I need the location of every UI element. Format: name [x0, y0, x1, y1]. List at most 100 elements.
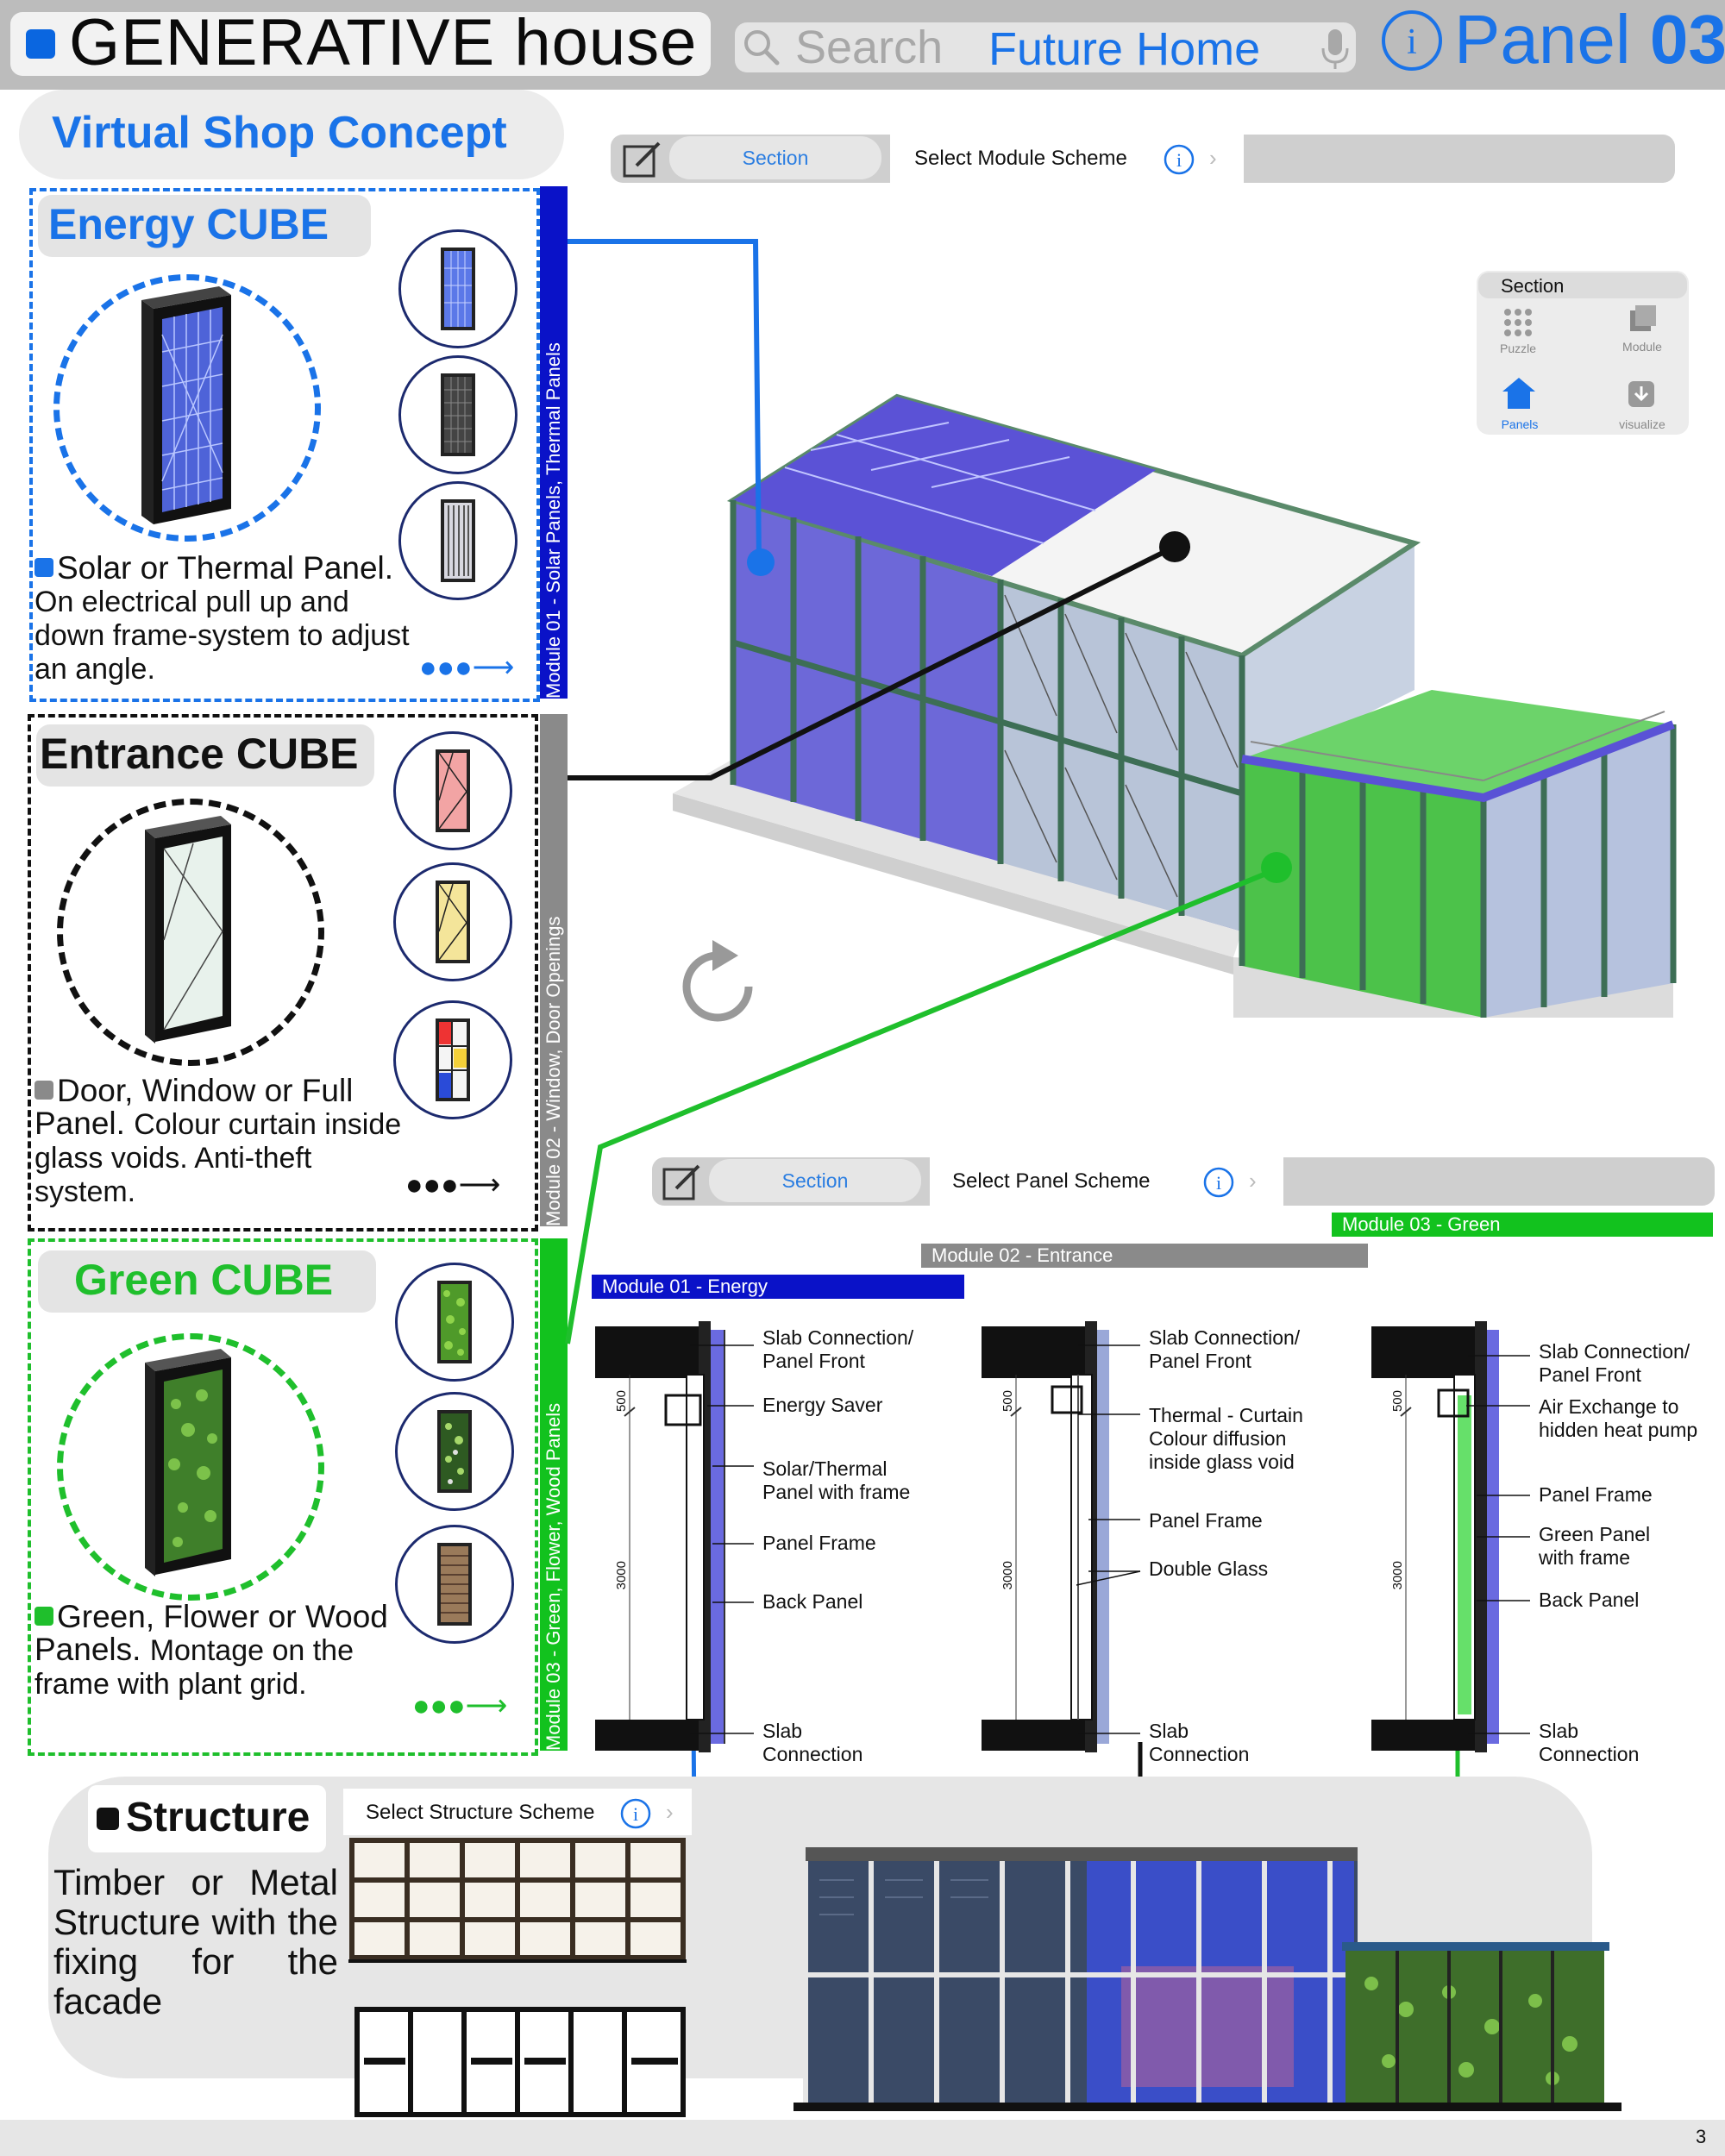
concept-title: Virtual Shop Concept — [52, 108, 507, 158]
solar-panel-illustration — [141, 286, 231, 524]
moss-panel-thumb-icon — [437, 1281, 472, 1363]
energy-bullet-icon — [34, 558, 53, 577]
energy-cube-card — [29, 188, 540, 702]
label-slab-connection-panel-front: Slab Connection/ Panel Front — [1149, 1326, 1301, 1372]
yellow-curtain-thumb-icon — [436, 881, 470, 963]
energy-more-arrow[interactable]: ●●●⟶ — [419, 651, 515, 684]
panel-scheme-chevron-icon[interactable]: › — [1249, 1168, 1257, 1194]
search-icon — [740, 26, 783, 73]
rotate-icon[interactable] — [678, 937, 757, 1026]
concept-pill — [19, 90, 564, 179]
structure-description: Timber or Metal Structure with the fixin… — [53, 1862, 338, 2021]
module-icon[interactable] — [1627, 302, 1659, 335]
solar-panel-thumb-icon — [441, 248, 475, 330]
label-back-panel: Back Panel — [762, 1590, 863, 1613]
flower-panel-thumb-icon — [437, 1410, 472, 1493]
select-structure-scheme-label: Select Structure Scheme — [366, 1801, 595, 1824]
timber-structure-illustration — [348, 1838, 687, 1963]
module-scheme-info-icon[interactable]: i — [1163, 143, 1195, 176]
microphone-icon[interactable] — [1320, 28, 1351, 75]
widget-header — [1478, 273, 1687, 298]
widget-item-puzzle[interactable]: Puzzle — [1499, 342, 1537, 355]
label-slab-connection: Slab Connection — [1149, 1720, 1250, 1765]
window-panel-illustration — [145, 816, 231, 1044]
panel-label: Panel 03 — [1454, 1, 1725, 78]
energy-marker — [747, 548, 775, 576]
structure-title-box — [88, 1785, 326, 1852]
green-bullet-icon — [34, 1607, 53, 1626]
green-cube-description: Green, Flower or Wood Panels. Montage on… — [34, 1599, 388, 1701]
energy-cube-title-pill — [38, 195, 371, 257]
section-tab[interactable]: Section — [709, 1159, 921, 1202]
green-cube-card — [28, 1238, 538, 1756]
label-panel-frame: Panel Frame — [1149, 1509, 1263, 1532]
search-value[interactable]: Future Home — [988, 23, 1261, 75]
structure-bullet-icon — [97, 1808, 119, 1830]
label-panel-frame: Panel Frame — [1539, 1483, 1653, 1506]
module-scheme-chevron-icon[interactable]: › — [1209, 145, 1217, 171]
label-energy-saver: Energy Saver — [762, 1394, 883, 1416]
svg-text:i: i — [633, 1803, 638, 1825]
info-icon[interactable]: i — [1380, 9, 1444, 77]
label-double-glass: Double Glass — [1149, 1557, 1269, 1580]
search-input[interactable] — [735, 22, 1356, 72]
mondrian-panel-thumb-icon — [436, 1018, 470, 1101]
app-title: GENERATIVE house — [69, 6, 698, 79]
entrance-marker — [1159, 531, 1190, 562]
label-thermal-curtain: Thermal - Curtain Colour diffusion insid… — [1149, 1404, 1303, 1473]
svg-text:i: i — [1407, 22, 1417, 62]
thermal-panel-thumb-icon — [441, 373, 475, 456]
wood-panel-thumb-icon — [437, 1543, 472, 1626]
structure-title: Structure — [126, 1795, 310, 1840]
green-cube-title-pill — [38, 1250, 376, 1313]
green-marker — [1261, 852, 1292, 883]
structure-scheme-info-icon[interactable]: i — [619, 1797, 652, 1830]
energy-cube-description: Solar or Thermal Panel. On electrical pu… — [34, 550, 410, 686]
section-tab[interactable]: Section — [669, 136, 881, 179]
label-green-panel: Green Panel with frame — [1539, 1523, 1651, 1569]
energy-panel-circle — [53, 274, 321, 542]
label-back-panel: Back Panel — [1539, 1589, 1640, 1611]
green-cube-title: Green CUBE — [74, 1256, 334, 1304]
brand-square-icon — [26, 29, 55, 59]
widget-item-visualize[interactable]: visualize — [1619, 417, 1665, 431]
search-placeholder: Search — [795, 22, 944, 73]
panel-scheme-info-icon[interactable]: i — [1202, 1166, 1235, 1199]
green-more-arrow[interactable]: ●●●⟶ — [412, 1689, 508, 1722]
download-icon[interactable] — [1627, 379, 1656, 409]
module-03-label-bar: Module 03 - Green — [1332, 1213, 1713, 1237]
section-drawing-energy — [595, 1321, 725, 1752]
puzzle-icon[interactable] — [1502, 307, 1534, 338]
footer-bar — [0, 2120, 1725, 2156]
edit-icon[interactable] — [659, 1159, 706, 1204]
red-curtain-thumb-icon — [436, 749, 470, 832]
module-01-label-bar: Module 01 - Energy — [592, 1275, 964, 1299]
module-02-label-bar: Module 02 - Entrance — [921, 1244, 1368, 1268]
house-3d-view — [673, 393, 1677, 1018]
widget-title: Section — [1501, 275, 1565, 297]
svg-text:i: i — [1176, 149, 1182, 171]
entrance-bullet-icon — [34, 1081, 53, 1100]
home-icon[interactable] — [1501, 376, 1537, 411]
widget-item-module[interactable]: Module — [1622, 340, 1662, 354]
green-panel-circle — [57, 1333, 324, 1601]
front-elevation-illustration — [794, 1847, 1622, 2111]
entrance-cube-card — [28, 714, 538, 1232]
edit-icon[interactable] — [619, 136, 666, 181]
structure-scheme-chevron-icon[interactable]: › — [666, 1799, 674, 1825]
entrance-panel-circle — [57, 799, 324, 1066]
entrance-more-arrow[interactable]: ●●●⟶ — [405, 1169, 501, 1201]
tube-panel-thumb-icon — [441, 499, 475, 582]
select-module-scheme-button[interactable]: Select Module Scheme — [890, 135, 1244, 183]
energy-cube-title: Energy CUBE — [48, 200, 329, 248]
entrance-cube-title-pill — [36, 724, 374, 787]
green-panel-illustration — [145, 1349, 231, 1576]
widget-item-panels[interactable]: Panels — [1501, 417, 1539, 431]
entrance-cube-description: Door, Window or Full Panel. Colour curta… — [34, 1073, 402, 1208]
label-slab-connection-panel-front: Slab Connection/ Panel Front — [1539, 1340, 1690, 1386]
select-panel-scheme-button[interactable]: Select Panel Scheme — [930, 1157, 1283, 1206]
section-drawing-entrance — [982, 1321, 1109, 1752]
svg-text:i: i — [1216, 1172, 1221, 1194]
label-slab-connection: Slab Connection — [1539, 1720, 1640, 1765]
